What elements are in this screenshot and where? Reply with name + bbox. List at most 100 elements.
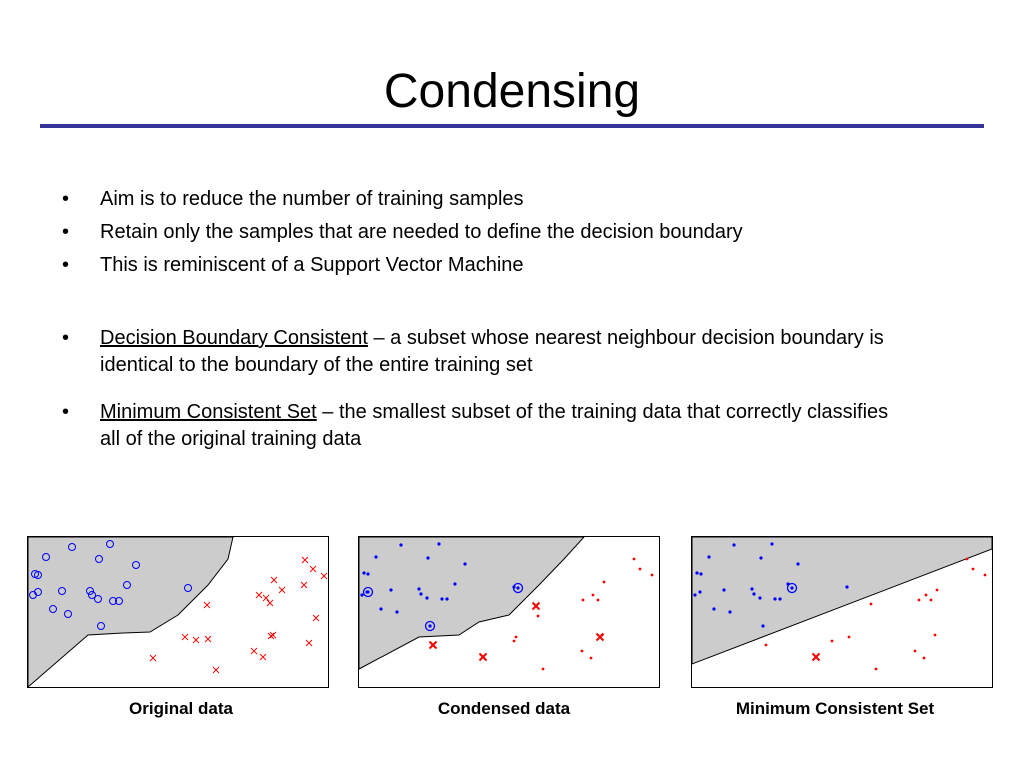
class-b-point [309,565,317,573]
bullet-text: This is reminiscent of a Support Vector … [100,254,524,276]
class-b-point [983,573,987,577]
class-a-point [699,572,703,576]
class-region [692,537,992,665]
class-a-point [698,590,702,594]
class-b-point [300,581,308,589]
class-b-prototype [811,652,821,662]
class-b-point [580,649,584,653]
original-data-diagram [27,536,329,688]
class-a-point [796,562,800,566]
class-region [28,537,234,687]
class-a-point [463,562,467,566]
class-b-point [602,580,606,584]
class-b-point [847,635,851,639]
class-b-point [301,556,309,564]
class-a-point [707,555,711,559]
bullet-text: – a subset whose nearest neighbour decis… [100,327,884,376]
class-a-point [106,540,114,548]
class-b-prototype [478,652,488,662]
class-b-point [266,599,274,607]
class-a-point [94,595,102,603]
class-b-point [320,572,328,580]
class-b-prototype [428,640,438,650]
class-a-point [845,585,849,589]
class-a-point [761,624,765,628]
class-b-point [536,614,540,618]
class-b-point [270,576,278,584]
class-a-point [184,584,192,592]
class-a-point [437,542,441,546]
class-a-point [97,622,105,630]
class-b-point [262,594,270,602]
class-b-point [830,639,834,643]
class-b-point [181,633,189,641]
class-a-prototype [786,582,798,594]
slide-title: Condensing [383,65,641,118]
class-a-point [778,597,782,601]
condensed-data-plot [359,537,654,671]
class-b-point [581,598,585,602]
class-a-point [693,593,697,597]
class-b-point [149,654,157,662]
class-a-point [389,588,393,592]
class-a-point [95,555,103,563]
condensed-data-caption: Condensed data [437,699,571,718]
class-a-point [115,597,123,605]
bullet-term: Decision Boundary Consistent [100,327,368,349]
class-b-point [922,656,926,660]
class-a-point [34,571,42,579]
class-b-point [259,653,267,661]
class-b-point [267,632,275,640]
class-a-point [86,587,94,595]
minimum-consistent-set-caption: Minimum Consistent Set [735,699,935,718]
class-b-point [204,635,212,643]
class-a-point [425,596,429,600]
class-a-point [770,542,774,546]
bullet-term: Minimum Consistent Set [100,401,317,423]
class-a-prototype [424,620,436,632]
class-a-point [426,556,430,560]
class-a-point [722,588,726,592]
bullet-marker: • [62,401,70,423]
class-b-point [924,593,928,597]
class-a-point [132,561,140,569]
class-b-point [514,635,518,639]
class-b-point [650,573,654,577]
class-b-point [541,667,545,671]
class-a-point [752,592,756,596]
class-b-prototype [595,632,605,642]
class-a-point [728,610,732,614]
class-b-point [929,598,933,602]
class-a-point [750,587,754,591]
class-a-point [695,571,699,575]
class-b-point [312,614,320,622]
class-a-point [417,587,421,591]
class-a-point [445,597,449,601]
bullet-marker: • [62,188,70,210]
original-data-caption: Original data [129,699,233,718]
class-b-point [255,591,263,599]
class-a-point [68,543,76,551]
class-b-point [874,667,878,671]
class-a-point [34,588,42,596]
class-a-point [440,597,444,601]
class-a-point [49,605,57,613]
class-a-point [360,593,364,597]
class-a-point [123,581,131,589]
class-a-point [732,543,736,547]
class-a-point [58,587,66,595]
class-b-point [764,643,768,647]
class-a-point [366,572,370,576]
minimum-consistent-set-plot [692,537,992,671]
class-b-point [632,557,636,561]
class-region [359,537,585,670]
condensed-data-diagram [358,536,660,688]
class-a-point [419,592,423,596]
class-a-point [773,597,777,601]
class-b-point [971,567,975,571]
class-b-point [192,636,200,644]
bullet-marker: • [62,327,70,349]
title-rule [40,124,984,128]
class-b-point [638,567,642,571]
class-a-prototype [512,582,524,594]
